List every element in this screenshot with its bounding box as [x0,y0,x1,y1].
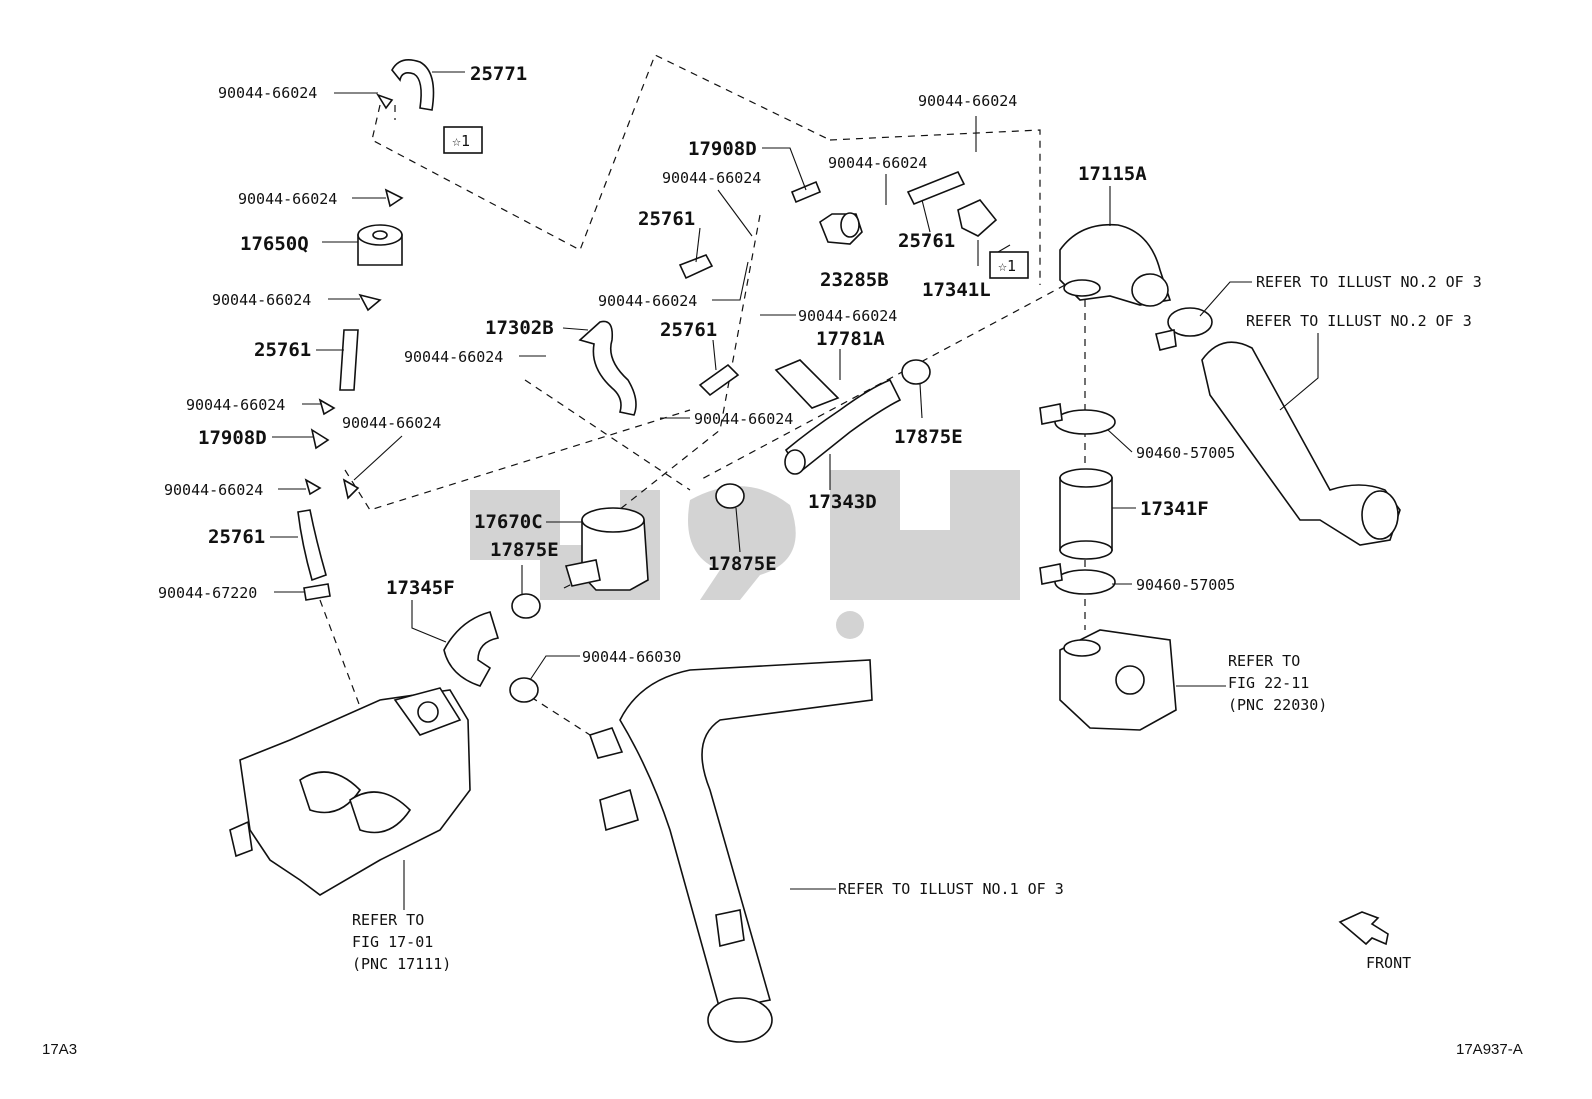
label-corner-right: 17A937-A [1456,1041,1523,1058]
front-arrow [1338,911,1389,946]
bracket-17781A [774,359,840,409]
label-90044-66024-g: 90044-66024 [662,169,761,187]
hose-25761-b [297,509,327,582]
label-17908D-b: 17908D [688,138,757,160]
hose-17343D [784,378,902,475]
label-90044-66024-c: 90044-66024 [212,291,311,309]
label-17875E-a: 17875E [894,426,963,448]
label-23285B: 23285B [820,269,889,291]
hose-25771 [391,59,435,111]
label-90460-57005-b: 90460-57005 [1136,576,1235,594]
label-90044-66024-b: 90044-66024 [238,190,337,208]
star-box-a [443,126,483,154]
elbow-17115A [1059,223,1172,307]
label-90044-66024-e: 90044-66024 [342,414,441,432]
label-90044-66024-i: 90044-66024 [404,348,503,366]
coupler-17341F [1059,468,1113,560]
hose-17345F [443,611,500,687]
label-front: FRONT [1366,954,1411,972]
clamp-upper-right [1155,307,1213,351]
clamp-90460-a [1039,403,1116,435]
valve-17650Q [357,224,403,266]
sensor-17341L [957,199,998,237]
label-star-1-a: ☆1 [452,132,470,150]
label-corner-left: 17A3 [42,1041,77,1058]
label-17908D-a: 17908D [198,427,267,449]
part-labels: 25771 90044-66024 ☆1 90044-66024 17650Q … [42,63,1523,1058]
dashed-lines [319,54,1086,761]
label-90044-66024-f: 90044-66024 [164,481,263,499]
duct-right [1201,341,1401,546]
label-25761-c: 25761 [638,208,695,230]
hose-25761-a [339,329,359,391]
label-25771: 25771 [470,63,527,85]
label-90044-66024-l: 90044-66024 [798,307,897,325]
star-box-b [989,251,1029,279]
label-90044-66024-m: 90044-66024 [918,92,1017,110]
clamps-17875E [509,359,931,703]
hoses-upper [678,170,966,397]
label-refer-illust-2-b: REFER TO ILLUST NO.2 OF 3 [1246,312,1472,330]
label-refer-fig-17-01-line2: FIG 17-01 [352,933,433,951]
label-refer-illust-2-a: REFER TO ILLUST NO.2 OF 3 [1256,273,1482,291]
label-90044-66024-h: 90044-66024 [598,292,697,310]
clamps-left [304,93,404,500]
label-90044-67220: 90044-67220 [158,584,257,602]
label-90044-66024-k: 90044-66024 [828,154,927,172]
label-refer-fig-22-11-line2: FIG 22-11 [1228,674,1309,692]
label-17670C: 17670C [474,511,543,533]
hose-17302B [578,320,637,416]
label-25761-e: 25761 [898,230,955,252]
clamp-90460-b [1039,563,1116,595]
label-refer-fig-22-11-line3: (PNC 22030) [1228,696,1327,714]
label-90044-66030: 90044-66030 [582,648,681,666]
label-star-1-b: ☆1 [998,257,1016,275]
label-25761-d: 25761 [660,319,717,341]
label-17875E-c: 17875E [708,553,777,575]
label-17345F: 17345F [386,577,455,599]
label-17341L: 17341L [922,279,991,301]
label-25761-a: 25761 [254,339,311,361]
vsv-23285B [819,212,863,245]
leader-lines [270,71,1319,910]
intake-manifold [229,687,471,896]
label-17302B: 17302B [485,317,554,339]
label-17781A: 17781A [816,328,885,350]
label-17115A: 17115A [1078,163,1147,185]
label-25761-b: 25761 [208,526,265,548]
label-refer-fig-17-01-line3: (PNC 17111) [352,955,451,973]
label-refer-illust-1: REFER TO ILLUST NO.1 OF 3 [838,880,1064,898]
label-90460-57005-a: 90460-57005 [1136,444,1235,462]
label-17341F: 17341F [1140,498,1209,520]
label-17875E-b: 17875E [490,539,559,561]
valve-17670C [564,507,649,591]
label-refer-fig-17-01-line1: REFER TO [352,911,424,929]
label-17343D: 17343D [808,491,877,513]
label-90044-66024-a: 90044-66024 [218,84,317,102]
label-90044-66024-d: 90044-66024 [186,396,285,414]
intake-pipe [588,659,873,1043]
label-90044-66024-j: 90044-66024 [694,410,793,428]
label-17650Q: 17650Q [240,233,309,255]
label-refer-fig-22-11-line1: REFER TO [1228,652,1300,670]
plug-90044-67220 [303,583,331,601]
throttle-body [1059,629,1177,731]
